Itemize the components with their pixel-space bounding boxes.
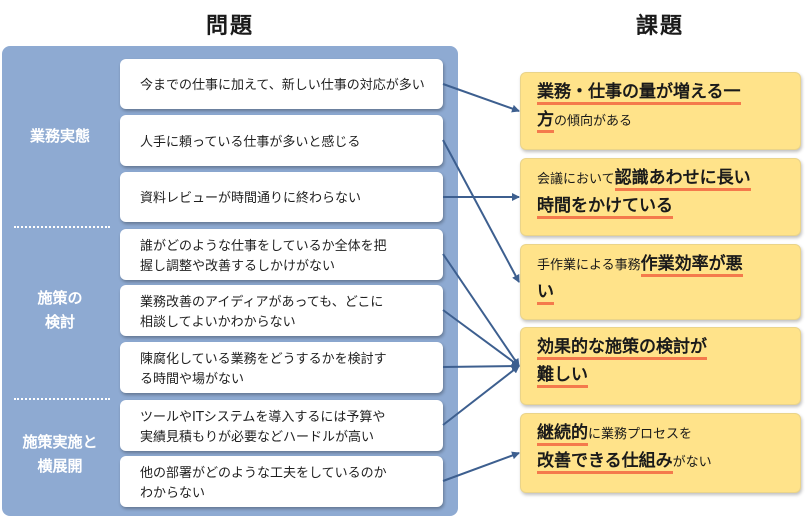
category-label-rollout: 施策実施と 横展開 <box>8 430 112 478</box>
issue-text-line: 改善できる仕組みがない <box>537 448 790 476</box>
issue-text: 会議において <box>537 172 615 187</box>
issue-text: がない <box>672 455 712 470</box>
problem-box: 今までの仕事に加えて、新しい仕事の対応が多い <box>120 59 443 109</box>
issue-text-line: 業務・仕事の量が増える一 <box>537 79 790 107</box>
issue-box: 業務・仕事の量が増える一方の傾向がある <box>520 72 801 150</box>
category-label-line: 業務実態 <box>29 127 90 145</box>
issue-text-line: 方の傾向がある <box>537 107 790 135</box>
category-label-line: 横展開 <box>37 457 83 475</box>
connector-arrow <box>442 365 520 426</box>
issue-emphasis-text: 認識あわせに長い <box>614 168 751 191</box>
problem-text-line: ツールやITシステムを導入するには予算や <box>140 409 386 425</box>
problem-text-line: 資料レビューが時間通りに終わらない <box>140 191 362 206</box>
issue-text: に業務プロセスを <box>588 427 693 442</box>
category-label-line: 施策実施と <box>22 433 98 451</box>
issue-emphasis-text: 作業効率が悪 <box>640 254 743 277</box>
issue-emphasis-text: 難しい <box>537 365 588 388</box>
problem-box: 他の部署がどのような工夫をしているのか わからない <box>120 456 443 507</box>
problem-text-line: 人手に頼っている仕事が多いと感じる <box>140 134 361 150</box>
issue-text: の傾向がある <box>554 114 633 129</box>
problem-text-line: わからない <box>140 485 206 501</box>
issue-text-line: 効果的な施策の検討が <box>537 334 790 362</box>
issue-emphasis-text: 時間をかけている <box>537 196 673 219</box>
issue-box: 手作業による事務作業効率が悪い <box>520 244 801 320</box>
issue-emphasis-text: い <box>537 282 554 305</box>
category-label-line: 施策の <box>37 289 83 307</box>
connector-arrow <box>442 83 520 113</box>
problem-text-line: 他の部署がどのような工夫をしているのか <box>140 465 387 481</box>
problem-box: 業務改善のアイディアがあっても、どこに 相談してよいかわからない <box>120 285 443 336</box>
problem-text-line: 業務改善のアイディアがあっても、どこに <box>140 294 384 310</box>
issue-emphasis-text: 効果的な施策の検討が <box>537 337 707 360</box>
issue-emphasis-text: 改善できる仕組み <box>537 451 673 474</box>
category-label-line: 検討 <box>44 313 75 331</box>
issue-emphasis-text: 業務・仕事の量が増える一 <box>537 82 741 105</box>
issue-text-line: 時間をかけている <box>537 193 790 221</box>
connector-arrow <box>442 253 520 367</box>
issue-text-line: 難しい <box>537 362 790 390</box>
problem-text-line: 握し調整や改善するしかけがない <box>140 258 336 274</box>
issue-emphasis-text: 方 <box>537 110 554 133</box>
problem-text-line: 実績見積もりが必要などハードルが高い <box>140 429 375 445</box>
connector-arrow <box>442 362 520 371</box>
problem-text-line: る時間や場がない <box>140 371 245 387</box>
problem-box: 人手に頼っている仕事が多いと感じる <box>120 115 443 166</box>
category-divider <box>14 398 110 400</box>
category-label-measures: 施策の 検討 <box>8 286 112 334</box>
issue-text-line: 手作業による事務作業効率が悪 <box>537 251 790 279</box>
issue-emphasis-text: 継続的 <box>537 423 588 446</box>
issue-box: 継続的に業務プロセスを改善できる仕組みがない <box>520 413 801 493</box>
connector-arrow <box>442 139 520 283</box>
issue-text-line: 会議において認識あわせに長い <box>537 165 790 193</box>
category-divider <box>14 226 110 228</box>
problem-text-line: 今までの仕事に加えて、新しい仕事の対応が多い <box>140 78 425 93</box>
issue-text: 手作業による事務 <box>537 258 641 273</box>
problem-text-line: 相談してよいかわからない <box>140 314 296 330</box>
problem-box: 誰がどのような仕事をしているか全体を把 握し調整や改善するしかけがない <box>120 229 443 280</box>
problem-text-line: 陳腐化している業務をどうするかを検討す <box>140 351 387 367</box>
category-label-business: 業務実態 <box>8 124 112 148</box>
issue-box: 会議において認識あわせに長い時間をかけている <box>520 158 801 236</box>
issue-text-line: い <box>537 279 790 307</box>
problem-box: 陳腐化している業務をどうするかを検討す る時間や場がない <box>120 342 443 393</box>
issue-text-line: 継続的に業務プロセスを <box>537 420 790 448</box>
issue-box: 効果的な施策の検討が難しい <box>520 327 801 405</box>
problem-box: 資料レビューが時間通りに終わらない <box>120 172 443 222</box>
issues-heading: 課題 <box>635 14 684 39</box>
connector-arrow <box>442 451 520 482</box>
problems-heading: 問題 <box>205 14 254 39</box>
problem-box: ツールやITシステムを導入するには予算や 実績見積もりが必要などハードルが高い <box>120 400 443 451</box>
connector-arrow <box>442 309 520 367</box>
problem-text-line: 誰がどのような仕事をしているか全体を把 <box>140 238 387 254</box>
